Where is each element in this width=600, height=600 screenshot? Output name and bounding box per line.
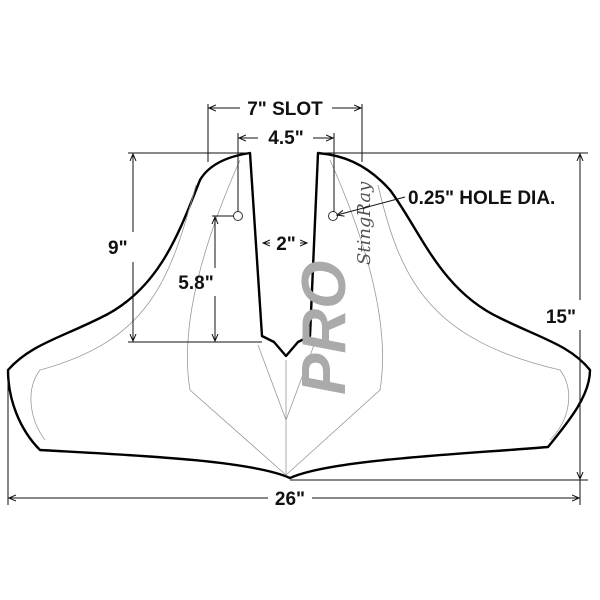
- hole-height-dimension: 5.8": [178, 273, 213, 294]
- inner-line-right: [377, 184, 570, 441]
- inner-line-v: [257, 344, 315, 475]
- total-height-dimension: 15": [546, 307, 576, 328]
- mounting-hole-right: [328, 211, 338, 221]
- pro-logo: PRO: [290, 261, 359, 395]
- inner-width-dimension: 4.5": [268, 128, 303, 149]
- slot-width-dimension: 2": [276, 234, 296, 255]
- slot-dimension: 7" SLOT: [247, 99, 323, 120]
- mounting-hole-left: [233, 211, 243, 221]
- foil-outline: [6, 151, 592, 480]
- inner-line-left: [30, 184, 197, 441]
- slot-height-dimension: 9": [108, 238, 128, 259]
- total-width-dimension: 26": [275, 489, 305, 510]
- hole-diameter-label: 0.25" HOLE DIA.: [408, 188, 555, 209]
- stingray-script: StingRay: [354, 181, 375, 265]
